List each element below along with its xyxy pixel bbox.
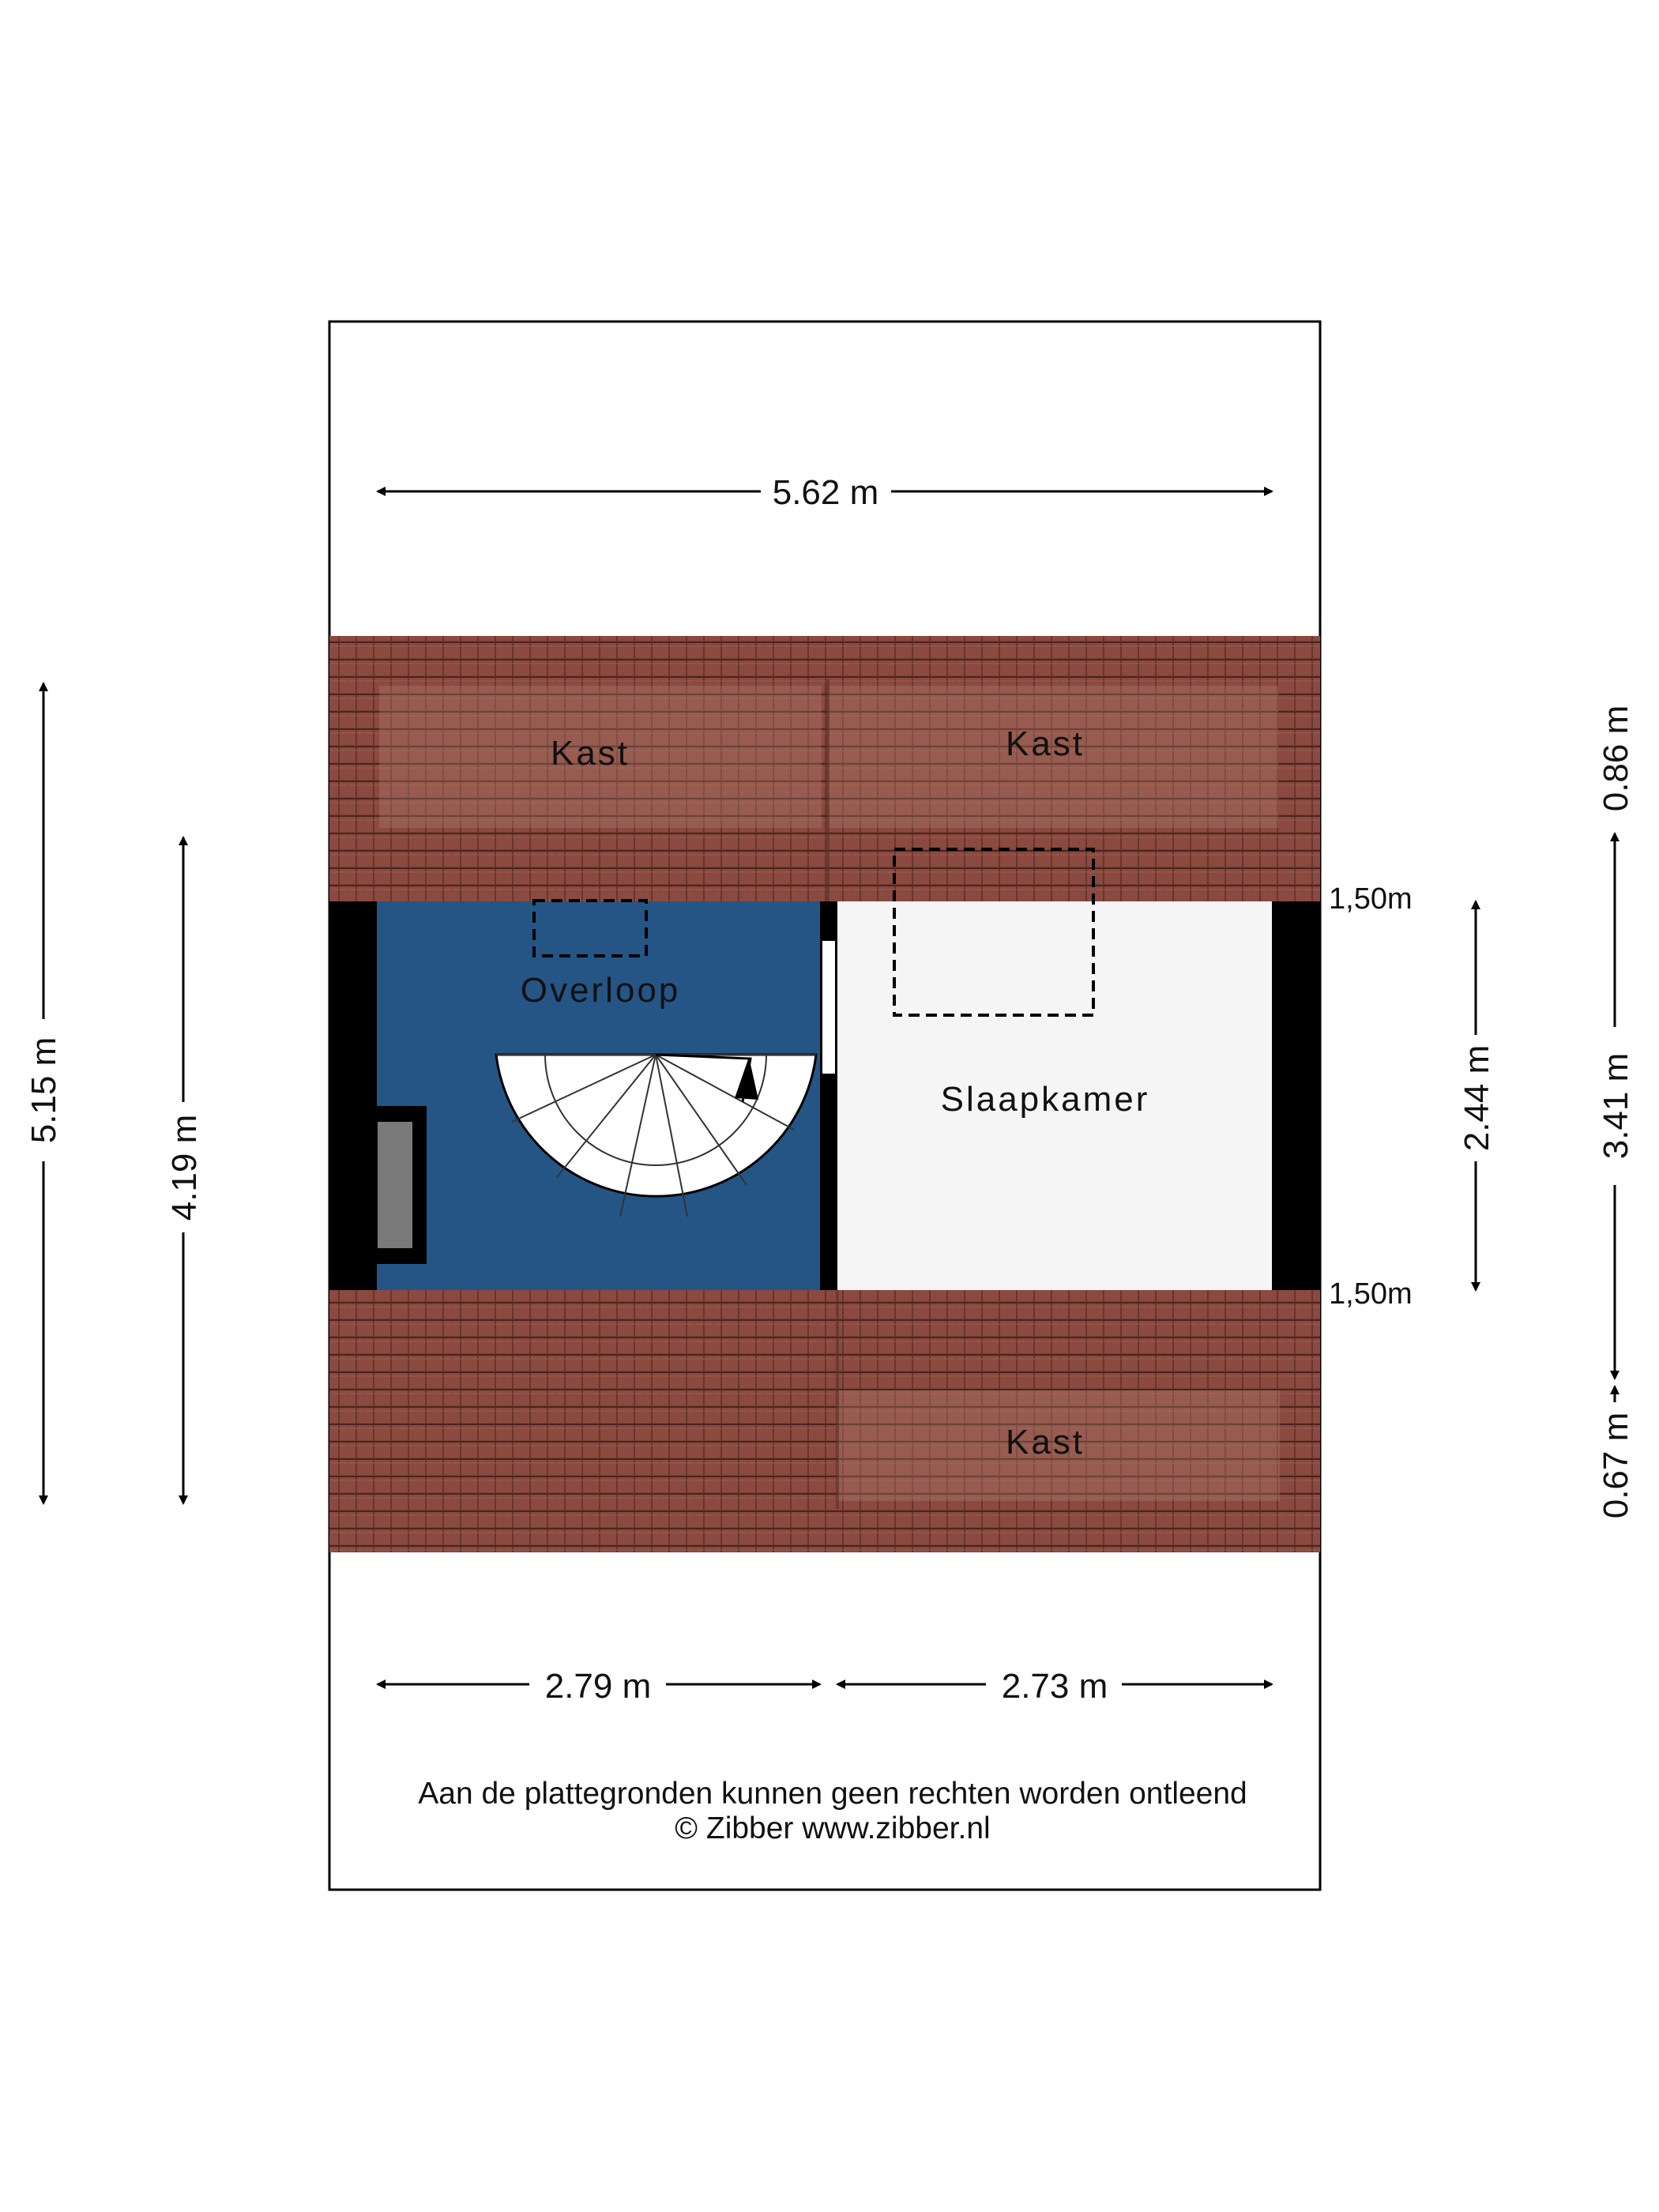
dim-bottom-left-width: 2.79 m xyxy=(545,1667,652,1706)
dim-right-top-depth: 0.86 m xyxy=(1597,705,1635,812)
dim-top-width: 5.62 m xyxy=(773,473,879,512)
height-marker-bottom: 1,50m xyxy=(1329,1277,1413,1311)
height-marker-top: 1,50m xyxy=(1329,882,1413,916)
room-label-overloop: Overloop xyxy=(521,971,681,1010)
door-opening xyxy=(821,939,837,1075)
dim-right-bottom-depth: 0.67 m xyxy=(1597,1413,1635,1519)
kast-top-right-area xyxy=(828,686,1278,828)
room-label-kast-top-left: Kast xyxy=(551,734,630,773)
roof-top xyxy=(329,636,1320,901)
roof-window-slaapkamer xyxy=(893,848,1095,1017)
dim-right-inner-depth: 2.44 m xyxy=(1458,1045,1496,1152)
footer-copyright: © Zibber www.zibber.nl xyxy=(675,1811,990,1845)
roof-window-overloop xyxy=(532,899,648,957)
room-label-slaapkamer: Slaapkamer xyxy=(941,1080,1150,1119)
chimney-inner xyxy=(378,1122,412,1248)
roof-bottom xyxy=(329,1290,1320,1552)
spiral-staircase xyxy=(495,1053,818,1217)
wall-right xyxy=(1272,901,1320,1290)
kast-divider xyxy=(826,679,839,1509)
room-label-kast-bottom-right: Kast xyxy=(1006,1423,1085,1462)
dimension-lines xyxy=(39,487,1620,1689)
dim-bottom-right-width: 2.73 m xyxy=(1002,1667,1108,1706)
room-label-kast-top-right: Kast xyxy=(1006,724,1085,763)
dim-right-middle-depth: 3.41 m xyxy=(1597,1053,1635,1160)
kast-top-left-area xyxy=(379,686,822,828)
slaapkamer-floor xyxy=(837,901,1272,1290)
dim-left-outer-depth: 5.15 m xyxy=(24,1037,63,1144)
footer-disclaimer: Aan de plattegronden kunnen geen rechten… xyxy=(418,1777,1247,1811)
wall-left xyxy=(329,901,377,1290)
dim-left-inner-depth: 4.19 m xyxy=(165,1115,204,1221)
kast-bottom-right-area xyxy=(837,1390,1280,1501)
